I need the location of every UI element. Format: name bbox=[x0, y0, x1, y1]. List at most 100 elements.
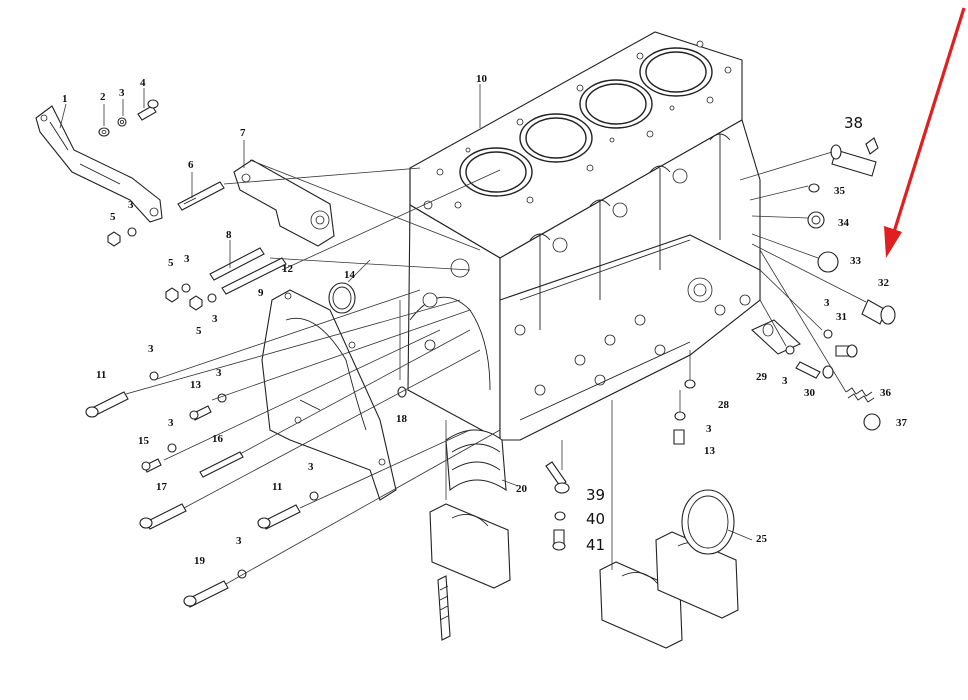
cylinder-block bbox=[407, 31, 761, 441]
label-part-16: 16 bbox=[212, 433, 224, 445]
label-part-37: 37 bbox=[896, 417, 908, 429]
label-part-13: 13 bbox=[190, 379, 202, 391]
label-part-3: 3 bbox=[148, 343, 154, 355]
label-part-29: 29 bbox=[756, 371, 768, 383]
label-part-3: 3 bbox=[184, 253, 190, 265]
bolt-part-17 bbox=[139, 503, 187, 530]
washer-part-3-d bbox=[207, 293, 217, 303]
label-part-3: 3 bbox=[236, 535, 242, 547]
label-part-5: 5 bbox=[168, 257, 174, 269]
washer-part-3-l bbox=[785, 345, 795, 355]
nut-part-5-top bbox=[107, 231, 121, 247]
label-part-3: 3 bbox=[128, 199, 134, 211]
label-part-3: 3 bbox=[824, 297, 830, 309]
label-part-7: 7 bbox=[240, 127, 246, 139]
plug-part-37 bbox=[863, 413, 881, 431]
bolt-part-30 bbox=[795, 361, 834, 379]
thrust-washer-part-25 bbox=[681, 489, 735, 555]
label-part-3: 3 bbox=[308, 461, 314, 473]
washer-part-3-top bbox=[117, 117, 127, 127]
bolt-part-11-upper bbox=[85, 391, 129, 418]
bolt-part-19 bbox=[183, 580, 229, 608]
plug-part-33 bbox=[817, 251, 839, 273]
nut-part-5-mid bbox=[165, 287, 179, 303]
label-part-8: 8 bbox=[226, 229, 232, 241]
label-part-3: 3 bbox=[168, 417, 174, 429]
oil-jet-part-39 bbox=[545, 461, 570, 494]
thrust-washer-part-20 bbox=[445, 429, 507, 492]
label-part-41: 41 bbox=[586, 536, 605, 554]
label-part-11: 11 bbox=[272, 481, 282, 493]
label-part-17: 17 bbox=[156, 481, 168, 493]
bracket-part-1 bbox=[35, 105, 163, 223]
label-part-3: 3 bbox=[782, 375, 788, 387]
timing-cover-gasket-part-12 bbox=[261, 289, 397, 501]
seal-ring-part-14 bbox=[328, 282, 356, 314]
fitting-part-32 bbox=[861, 299, 896, 325]
label-part-20: 20 bbox=[516, 483, 528, 495]
label-part-12: 12 bbox=[282, 263, 294, 275]
label-part-9: 9 bbox=[258, 287, 264, 299]
label-part-35: 35 bbox=[834, 185, 846, 197]
label-part-19: 19 bbox=[194, 555, 206, 567]
label-part-30: 30 bbox=[804, 387, 816, 399]
washer-part-40 bbox=[554, 511, 566, 521]
label-part-25: 25 bbox=[756, 533, 768, 545]
washer-part-3-j bbox=[674, 411, 686, 421]
label-part-14: 14 bbox=[344, 269, 356, 281]
stud-part-8 bbox=[209, 247, 265, 281]
label-part-1: 1 bbox=[62, 93, 68, 105]
label-part-4: 4 bbox=[140, 77, 146, 89]
plug-part-35 bbox=[808, 183, 820, 193]
label-part-15: 15 bbox=[138, 435, 150, 447]
label-part-2: 2 bbox=[100, 91, 106, 103]
label-part-32: 32 bbox=[878, 277, 890, 289]
bolt-part-11-lower bbox=[257, 504, 301, 530]
label-part-36: 36 bbox=[880, 387, 892, 399]
bolt-part-31 bbox=[835, 344, 858, 358]
label-part-28: 28 bbox=[718, 399, 730, 411]
label-part-13: 13 bbox=[704, 445, 716, 457]
label-part-3: 3 bbox=[216, 367, 222, 379]
plug-part-34 bbox=[807, 211, 825, 229]
leader-lines bbox=[59, 84, 867, 585]
part-number-labels: 1 2 3 4 5 3 6 7 5 3 8 9 5 3 12 14 10 38 … bbox=[62, 73, 908, 567]
plug-part-28 bbox=[684, 379, 696, 389]
highlight-arrow bbox=[884, 7, 966, 258]
gasket-part-29 bbox=[751, 319, 801, 355]
label-part-5: 5 bbox=[110, 211, 116, 223]
label-part-3: 3 bbox=[212, 313, 218, 325]
washer-part-3-c bbox=[181, 283, 191, 293]
washer-part-3-h bbox=[309, 491, 319, 501]
bolt-part-13-left bbox=[189, 405, 212, 421]
stud-part-6 bbox=[177, 181, 225, 211]
label-part-18: 18 bbox=[396, 413, 408, 425]
label-part-34: 34 bbox=[838, 217, 850, 229]
label-part-10: 10 bbox=[476, 73, 488, 85]
label-part-11: 11 bbox=[96, 369, 106, 381]
sensor-part-38 bbox=[830, 137, 879, 177]
label-part-5: 5 bbox=[196, 325, 202, 337]
main-bearing-cap-front bbox=[429, 503, 511, 641]
label-part-38: 38 bbox=[844, 114, 863, 132]
label-part-33: 33 bbox=[850, 255, 862, 267]
pin-part-16 bbox=[199, 451, 244, 478]
stud-part-9 bbox=[221, 257, 287, 295]
bolt-part-15 bbox=[141, 458, 162, 473]
label-part-40: 40 bbox=[586, 510, 605, 528]
label-part-6: 6 bbox=[188, 159, 194, 171]
washer-part-3-k bbox=[823, 329, 833, 339]
washer-part-3-g bbox=[167, 443, 177, 453]
bolt-part-13-right bbox=[673, 429, 685, 445]
label-part-39: 39 bbox=[586, 486, 605, 504]
label-part-31: 31 bbox=[836, 311, 847, 323]
label-part-3: 3 bbox=[119, 87, 125, 99]
nut-part-5-low bbox=[189, 295, 203, 311]
bolt-part-4 bbox=[137, 99, 159, 121]
bolt-part-41 bbox=[552, 529, 566, 551]
washer-part-3-b bbox=[127, 227, 137, 237]
spring-part-36 bbox=[845, 387, 875, 403]
washer-part-2 bbox=[98, 127, 110, 137]
label-part-3: 3 bbox=[706, 423, 712, 435]
